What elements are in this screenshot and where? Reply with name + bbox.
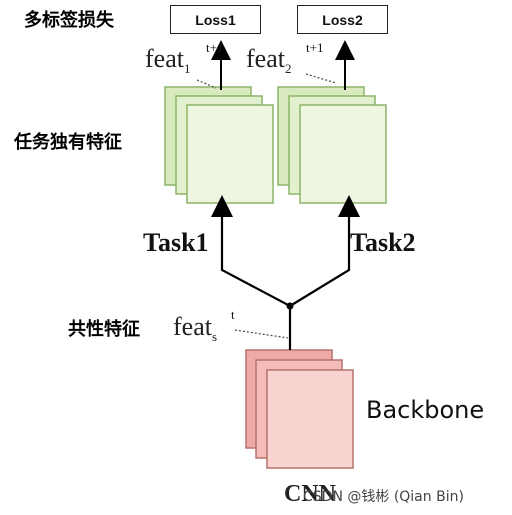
loss2-box: Loss2 <box>297 5 388 34</box>
feat1-superscript: t+1 <box>206 40 224 55</box>
feat1-label: feat1 <box>145 44 191 76</box>
feats-leader <box>234 329 289 339</box>
feat2-leader <box>305 73 337 84</box>
shared-features-label: 共性特征 <box>68 319 140 340</box>
feat1-leader <box>196 79 217 89</box>
feats-label: feats <box>173 312 218 344</box>
branch-junction <box>286 302 294 310</box>
task2-label: Task2 <box>350 228 416 257</box>
task1-label: Task1 <box>143 228 209 257</box>
task-specific-features-label: 任务独有特征 <box>14 132 122 153</box>
multi-label-loss-label: 多标签损失 <box>24 10 114 31</box>
task2-feature-maps <box>277 86 387 204</box>
loss1-box: Loss1 <box>170 5 261 34</box>
cnn-label: CNN <box>284 481 336 507</box>
backbone-feature-maps <box>245 349 354 469</box>
branch-connectors <box>211 195 360 350</box>
feat2-superscript: t+1 <box>306 40 324 55</box>
watermark-text: CSDN @钱彬 (Qian Bin) <box>303 489 464 505</box>
task1-feature-maps <box>164 86 274 204</box>
feat2-label: feat2 <box>246 44 292 76</box>
feats-superscript: t <box>231 307 235 322</box>
backbone-label: Backbone <box>366 396 485 424</box>
